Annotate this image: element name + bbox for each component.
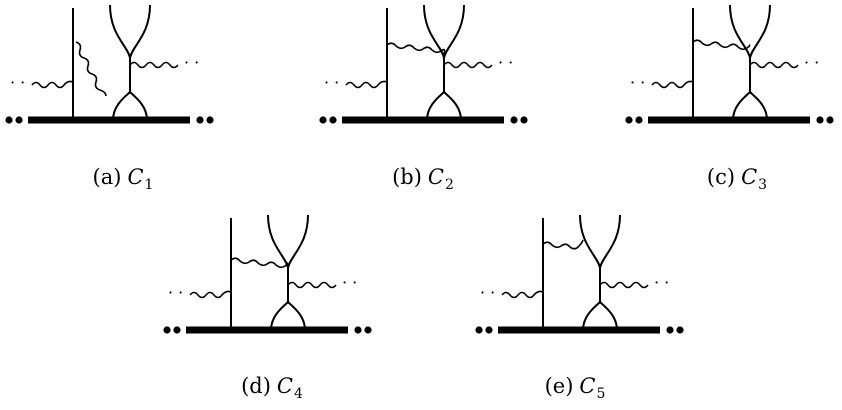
caption-label: (e) — [544, 374, 574, 398]
outgoing-photon — [443, 61, 493, 69]
caption-index: 5 — [596, 386, 606, 402]
outgoing-photon — [749, 61, 799, 69]
internal-photon — [230, 257, 289, 269]
dots-right: · · — [342, 273, 357, 292]
dot — [5, 116, 13, 124]
caption-b: (b)C2 — [392, 165, 454, 193]
dot — [196, 116, 204, 124]
outgoing-photon — [287, 281, 337, 289]
caption-index: 3 — [758, 177, 768, 193]
internal-photon — [542, 239, 584, 250]
dots-right: · · — [184, 53, 199, 72]
dot — [625, 116, 633, 124]
dots-left: · · — [630, 73, 645, 92]
lower-arch — [426, 90, 462, 121]
dot — [666, 326, 674, 334]
diagram-c5: · · · · — [475, 214, 684, 334]
dots-left: · · — [168, 283, 183, 302]
outgoing-photon — [129, 61, 179, 69]
dots-right: · · — [804, 53, 819, 72]
dot — [520, 116, 528, 124]
dots-left: · · — [324, 73, 339, 92]
diagram-c2: · · · · — [319, 4, 528, 124]
dot — [826, 116, 834, 124]
internal-photon — [75, 41, 107, 97]
caption-index: 1 — [144, 177, 154, 193]
dots-right: · · — [498, 53, 513, 72]
dot — [475, 326, 483, 334]
caption-label: (d) — [241, 374, 271, 398]
outgoing-photon — [599, 281, 649, 289]
external-photon — [345, 80, 388, 89]
upper-fork — [267, 214, 309, 269]
dot — [354, 326, 362, 334]
caption-label: (a) — [92, 165, 122, 189]
external-photon — [189, 290, 232, 299]
caption-label: (c) — [706, 165, 736, 189]
caption-symbol: C — [427, 165, 444, 189]
external-photon — [501, 290, 544, 299]
internal-photon — [692, 39, 751, 51]
lower-arch — [582, 300, 618, 331]
dot — [173, 326, 181, 334]
caption-symbol: C — [579, 374, 596, 398]
dot — [510, 116, 518, 124]
lower-arch — [732, 90, 768, 121]
caption-c: (c)C3 — [707, 165, 767, 193]
dot — [163, 326, 171, 334]
dot — [816, 116, 824, 124]
dot — [206, 116, 214, 124]
lower-arch — [112, 90, 148, 121]
caption-symbol: C — [276, 374, 293, 398]
dot — [15, 116, 23, 124]
dot — [635, 116, 643, 124]
dot — [485, 326, 493, 334]
internal-photon — [386, 42, 446, 55]
upper-fork — [579, 214, 621, 269]
caption-label: (b) — [392, 165, 422, 189]
dots-right: · · — [654, 273, 669, 292]
caption-index: 2 — [445, 177, 454, 193]
caption-d: (d)C4 — [241, 374, 303, 402]
diagram-c3: · · · · — [625, 4, 834, 124]
caption-a: (a)C1 — [93, 165, 154, 193]
diagram-c4: · · · · — [163, 214, 372, 334]
dot — [329, 116, 337, 124]
caption-index: 4 — [294, 386, 303, 402]
caption-symbol: C — [127, 165, 144, 189]
caption-e: (e)C5 — [545, 374, 606, 402]
upper-fork — [109, 4, 151, 59]
dot — [364, 326, 372, 334]
lower-arch — [270, 300, 306, 331]
dot — [319, 116, 327, 124]
caption-symbol: C — [741, 165, 758, 189]
external-photon — [31, 80, 74, 89]
external-photon — [651, 80, 694, 89]
dots-left: · · — [480, 283, 495, 302]
diagram-c1: · · · · — [5, 4, 214, 124]
dots-left: · · — [10, 73, 25, 92]
upper-fork — [729, 4, 771, 59]
dot — [676, 326, 684, 334]
